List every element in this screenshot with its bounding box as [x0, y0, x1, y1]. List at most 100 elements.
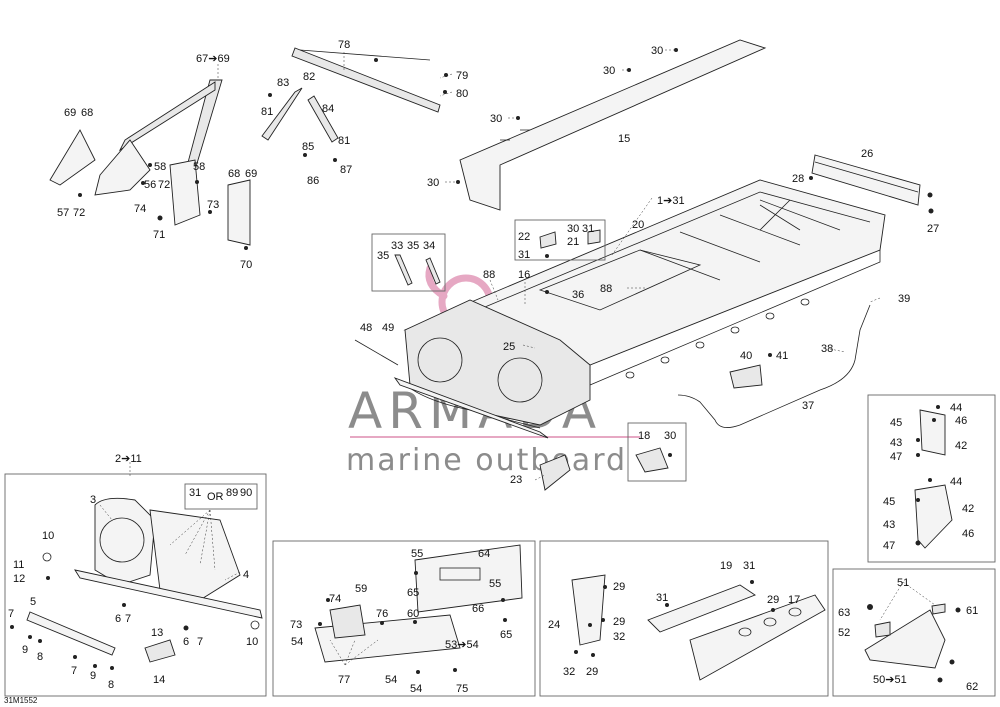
callout-88: 88	[483, 269, 495, 281]
callout-29: 29	[613, 581, 625, 593]
callout-65: 65	[500, 629, 512, 641]
callout-29: 29	[613, 616, 625, 628]
callout-72: 72	[73, 207, 85, 219]
kit-box-42-47	[867, 394, 996, 563]
callout-54: 54	[385, 674, 397, 686]
callout-31: 31	[189, 487, 201, 499]
callout-4: 4	[243, 569, 249, 581]
callout-32: 32	[563, 666, 575, 678]
callout-16: 16	[518, 269, 530, 281]
callout-90: 90	[240, 487, 252, 499]
callout-27: 27	[927, 223, 939, 235]
callout-30: 30	[664, 430, 676, 442]
callout-44: 44	[950, 476, 962, 488]
steering-tie-rod	[291, 47, 441, 113]
callout-64: 64	[478, 548, 490, 560]
callout-42: 42	[962, 503, 974, 515]
callout-60: 60	[407, 608, 419, 620]
callout-55: 55	[411, 548, 423, 560]
tunnel-heat-exchanger	[459, 39, 767, 211]
callout-75: 75	[456, 683, 468, 695]
brake-line	[677, 304, 871, 428]
callout-7: 7	[197, 636, 203, 648]
steering-column-group	[49, 79, 251, 246]
watermark-subtitle: marine outboard	[346, 443, 627, 478]
callout-71: 71	[153, 229, 165, 241]
callout-73: 73	[290, 619, 302, 631]
callout-22: 22	[518, 231, 530, 243]
callout-46: 46	[962, 528, 974, 540]
callout-9: 9	[22, 644, 28, 656]
callout-7: 7	[125, 613, 131, 625]
callout-62: 62	[966, 681, 978, 693]
callout-43: 43	[890, 437, 902, 449]
callout-67-69: 67➔69	[196, 53, 230, 65]
rear-bumper-rail	[811, 154, 921, 206]
callout-81: 81	[338, 135, 350, 147]
callout-6: 6	[115, 613, 121, 625]
callout-39: 39	[898, 293, 910, 305]
callout-83: 83	[277, 77, 289, 89]
callout-30: 30	[427, 177, 439, 189]
kit-box-50-63	[832, 568, 996, 697]
callout-35: 35	[407, 240, 419, 252]
callout-17: 17	[788, 594, 800, 606]
callout-48: 48	[360, 322, 372, 334]
callout-8: 8	[37, 651, 43, 663]
frame-assembly	[393, 179, 886, 439]
callout-42: 42	[955, 440, 967, 452]
callout-45: 45	[883, 496, 895, 508]
kit-box-33-35	[371, 233, 446, 292]
leader-lines	[99, 49, 936, 666]
callout-86: 86	[307, 175, 319, 187]
callout-32: 32	[613, 631, 625, 643]
callout-74: 74	[329, 593, 341, 605]
callout-30: 30	[567, 223, 579, 235]
callout-29: 29	[767, 594, 779, 606]
callout-82: 82	[303, 71, 315, 83]
callout-85: 85	[302, 141, 314, 153]
callout-25: 25	[503, 341, 515, 353]
callout-69: 69	[64, 107, 76, 119]
callout-63: 63	[838, 607, 850, 619]
callout-21: 21	[567, 236, 579, 248]
callout-10: 10	[246, 636, 258, 648]
callout-47: 47	[883, 540, 895, 552]
callout-23: 23	[510, 474, 522, 486]
callout-54: 54	[291, 636, 303, 648]
callout-87: 87	[340, 164, 352, 176]
callout-19: 19	[720, 560, 732, 572]
callout-8: 8	[108, 679, 114, 691]
callout-70: 70	[240, 259, 252, 271]
callout-58: 58	[193, 161, 205, 173]
callout-58: 58	[154, 161, 166, 173]
callout-76: 76	[376, 608, 388, 620]
callout-labels: 67➔69 78 79 80 30 30 30 30 15 26 28 27 1…	[4, 39, 978, 705]
callout-89: 89	[226, 487, 238, 499]
callout-20: 20	[632, 219, 644, 231]
callout-1-31: 1➔31	[657, 195, 685, 207]
callout-88: 88	[600, 283, 612, 295]
drawing-code: 31M1552	[4, 696, 38, 705]
callout-5: 5	[30, 596, 36, 608]
callout-54: 54	[410, 683, 422, 695]
callout-56: 56	[144, 179, 156, 191]
callout-84: 84	[322, 103, 334, 115]
callout-78: 78	[338, 39, 350, 51]
callout-35: 35	[377, 250, 389, 262]
callout-31: 31	[518, 249, 530, 261]
callout-24: 24	[548, 619, 560, 631]
callout-68: 68	[228, 168, 240, 180]
fastener-dots	[10, 48, 961, 683]
callout-59: 59	[355, 583, 367, 595]
callout-37: 37	[802, 400, 814, 412]
callout-53-54: 53➔54	[445, 639, 479, 651]
callout-51: 51	[897, 577, 909, 589]
callout-14: 14	[153, 674, 165, 686]
callout-28: 28	[792, 173, 804, 185]
callout-77: 77	[338, 674, 350, 686]
callout-30: 30	[490, 113, 502, 125]
callout-68: 68	[81, 107, 93, 119]
callout-40: 40	[740, 350, 752, 362]
